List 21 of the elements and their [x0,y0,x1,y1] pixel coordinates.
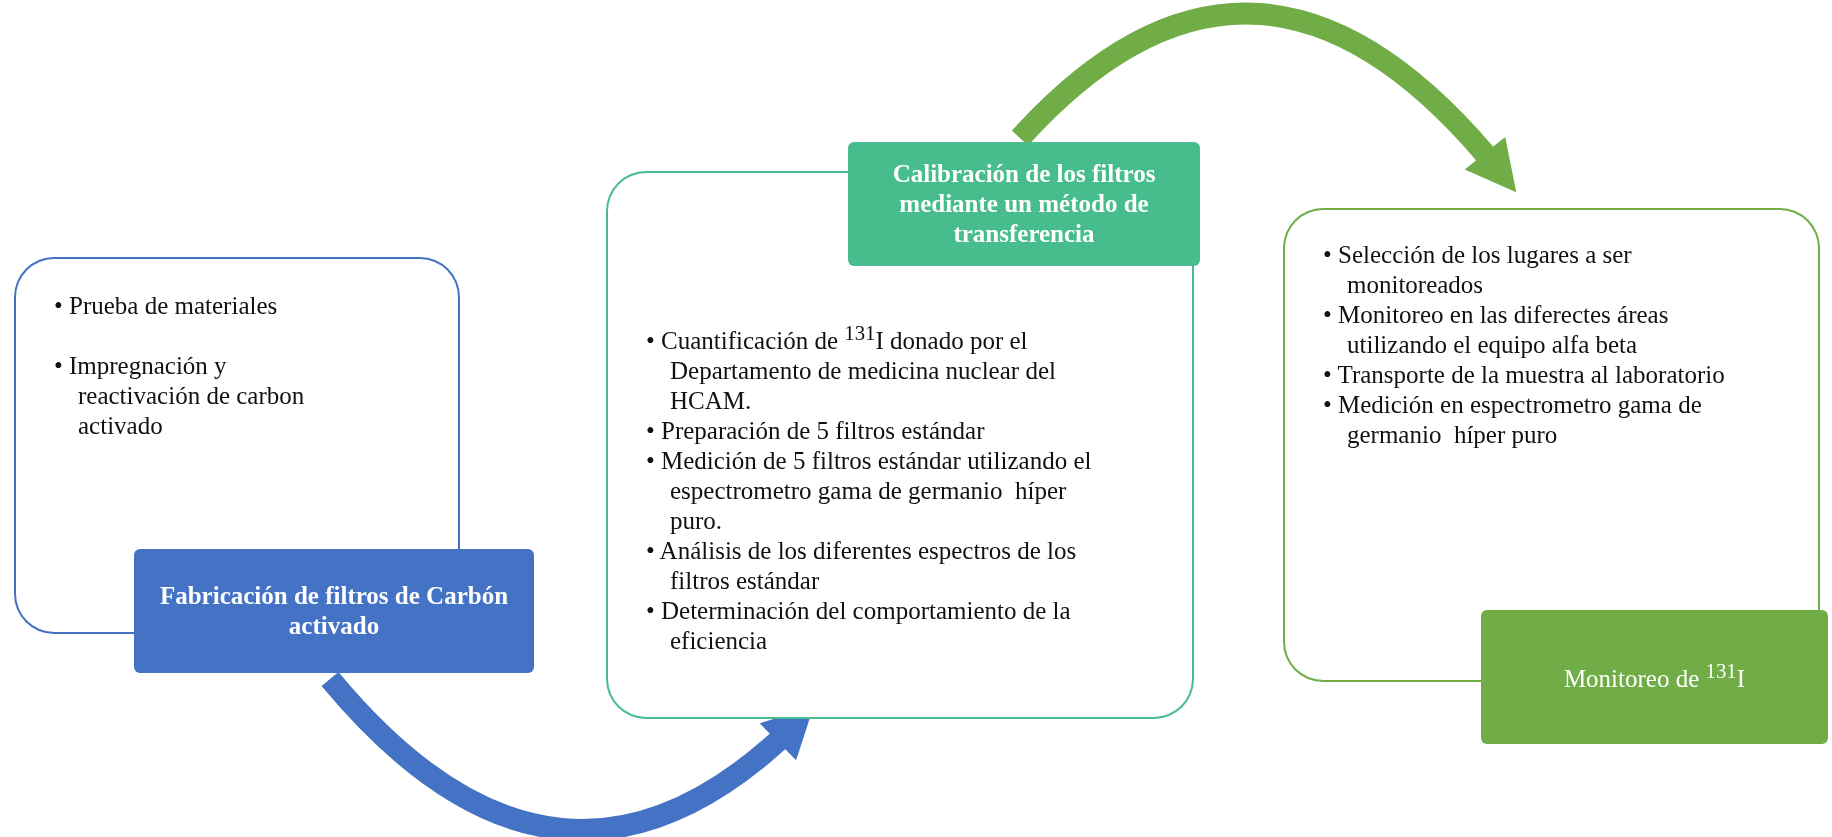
bullet-item: • Medición en espectrometro gama de germanio híper puro [1323,390,1703,450]
curved-arrow [1012,3,1518,192]
bullet-item: • Preparación de 5 filtros estándar [646,416,986,447]
header-text: Calibración de los filtros mediante un método de transferencia [891,159,1157,249]
bullet-item: • Medición de 5 filtros estándar utilizando el espectrometro gama de germanio híper puro. [646,446,1093,537]
bullet-item: • Monitoreo en las diferectes áreas utilizando el equipo alfa beta [1323,300,1670,360]
header-box [134,549,534,673]
bullet-item: • Análisis de los diferentes espectros de los filtros estándar [646,536,1078,597]
bullet-item: • Determinación del comportamiento de la eficiencia [646,596,1072,657]
header-text: Fabricación de filtros de Carbón activado [158,581,510,641]
header-text: Monitoreo de $^{131}$I [1563,659,1746,695]
bullet-item: • Prueba de materiales [54,291,279,321]
bullet-item: • Transporte de la muestra al laboratorio [1323,360,1726,390]
bullet-item: • Impregnación y reactivación de carbon activado [54,351,306,441]
rounded-panel [606,266,1194,719]
header-box [1481,610,1828,744]
bullet-item: • Selección de los lugares a ser monitoreados [1323,240,1633,300]
rounded-panel [14,257,460,549]
bullet-item: • Cuantificación de $^{131}$I donado por el Departamento de medicina nuclear del HCAM. [646,320,1057,417]
rounded-panel [1283,208,1820,610]
header-box [848,142,1200,266]
